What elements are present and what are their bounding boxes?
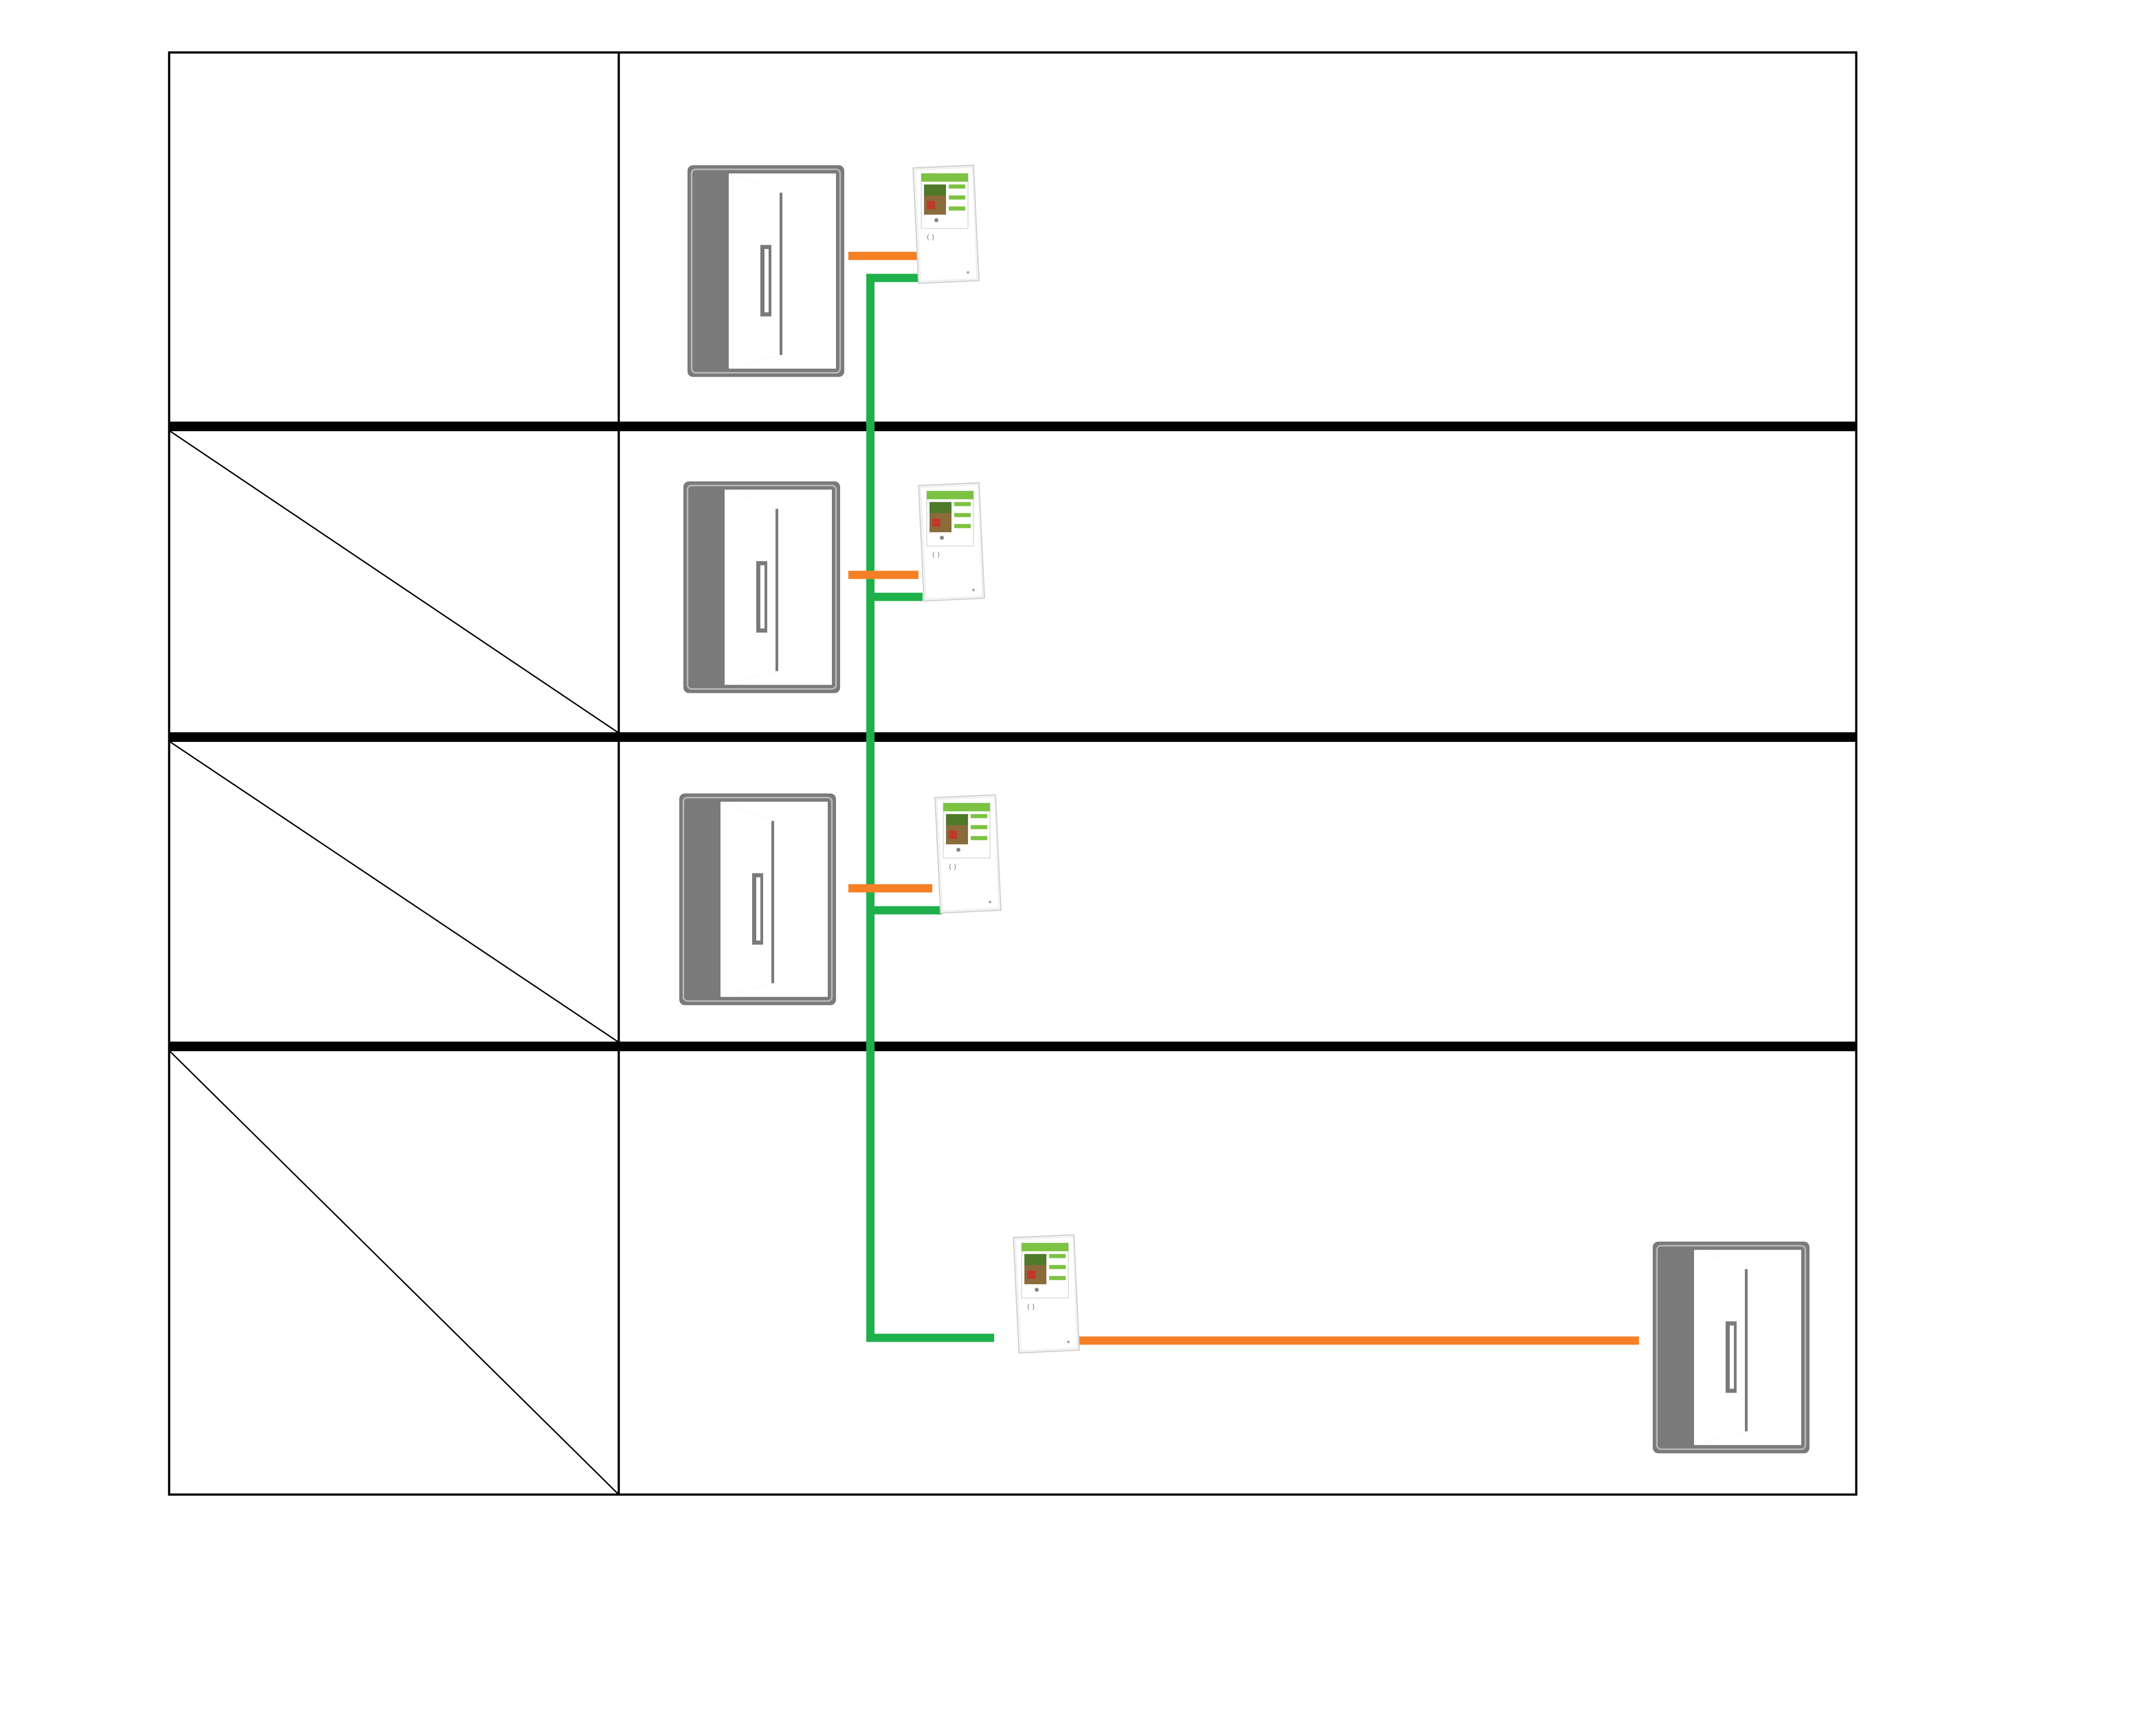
door-icon [688, 165, 844, 377]
door-icon [683, 482, 840, 693]
door-icon [679, 794, 836, 1005]
door-links [848, 252, 1639, 1345]
label-cell-diagonal [169, 741, 619, 1043]
floor-row-2 [169, 430, 619, 734]
control-panel-icon [912, 165, 980, 284]
control-panel-icon [918, 482, 985, 602]
bus-line [866, 274, 994, 1342]
control-panel-icon [934, 794, 1002, 914]
label-cell-diagonal [169, 430, 619, 734]
floor-row-3 [169, 741, 619, 1043]
floor-row-4 [168, 1050, 620, 1495]
label-cell-diagonal [168, 1050, 620, 1495]
door-icon [1653, 1242, 1810, 1454]
floor-grid [168, 51, 1858, 1496]
control-panel-icon [1012, 1234, 1080, 1354]
